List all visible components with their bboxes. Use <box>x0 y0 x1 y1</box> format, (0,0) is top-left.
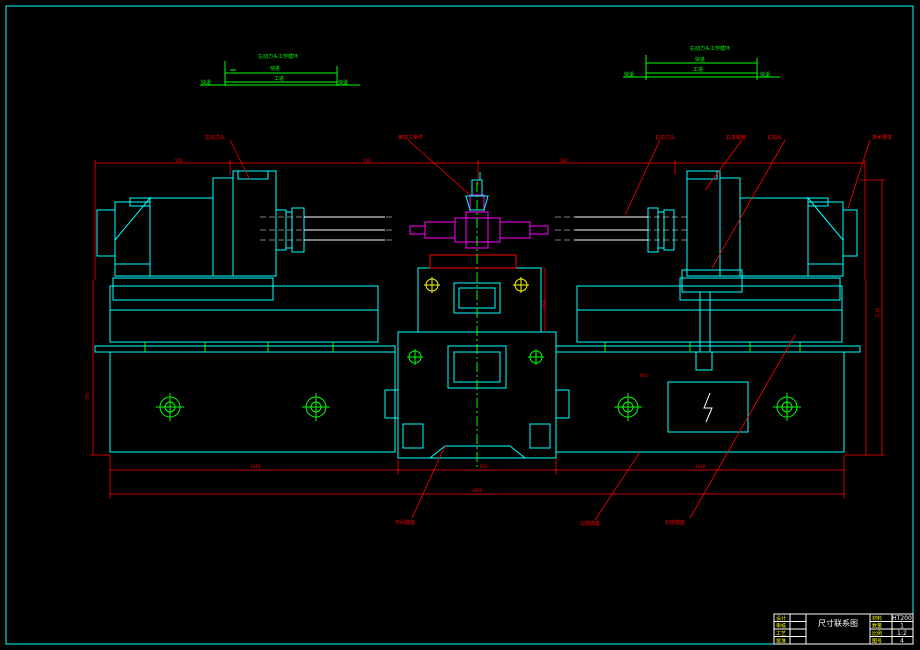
callout-leaders <box>229 139 871 521</box>
right-base-marks <box>604 342 801 352</box>
dim-base-right: 1440 <box>695 464 706 469</box>
left-stroke-label-0: 快进 <box>270 65 280 72</box>
workpiece <box>409 194 549 249</box>
tb-quantity: 1 <box>900 623 904 630</box>
fixture-block <box>417 254 542 333</box>
tb-right-label-2: 比例 <box>872 630 882 637</box>
right-stroke-label-1: 工进 <box>693 66 703 73</box>
left-stroke-label-1: 工进 <box>274 75 284 82</box>
electrical-symbol <box>703 392 713 423</box>
right-stroke-label-3: 快退 <box>760 71 770 78</box>
callout-tech-req: 技术要求 <box>872 134 892 141</box>
fixture-red-outline <box>429 254 517 269</box>
drawing-frame <box>5 5 914 645</box>
tb-left-0: 设计 <box>776 615 786 622</box>
left-power-head <box>96 170 305 277</box>
dim-right-height: 1130 <box>875 307 880 318</box>
right-slide-table <box>576 269 843 371</box>
left-base-marks <box>144 342 334 352</box>
callout-right-spindle-box: 右多轴箱 <box>726 134 746 141</box>
callout-left-power-head: 左动力头 <box>205 134 225 141</box>
title-block <box>773 613 914 645</box>
left-stroke-caption: 左动力头工作循环 <box>258 53 298 60</box>
bottom-dimension-lines <box>90 179 885 498</box>
callout-right-base: 右侧底座 <box>665 519 685 526</box>
left-stroke-diagram <box>200 61 360 86</box>
right-drill-spindles <box>575 216 648 241</box>
left-stroke-label-2: 快退 <box>201 79 211 86</box>
left-drill-spindles <box>304 216 385 241</box>
left-stroke-label-3: 快退 <box>338 79 348 86</box>
tb-right-label-0: 材料 <box>872 615 882 622</box>
right-stroke-label-0: 快进 <box>695 56 705 63</box>
right-anchor-holes <box>614 393 801 421</box>
right-stroke-diagram <box>623 55 780 80</box>
left-base <box>94 345 399 453</box>
right-stroke-caption: 右动力头工作循环 <box>690 45 730 52</box>
fixture-holes <box>424 277 529 293</box>
dim-top-2: 560 <box>560 158 568 163</box>
dim-top-0: 550 <box>175 158 183 163</box>
callout-middle-base: 中间底座 <box>395 519 415 526</box>
right-spindle-centerlines <box>555 216 690 241</box>
callout-right-drill: 右钻头 <box>767 134 782 141</box>
tb-scale: 1:2 <box>897 630 907 637</box>
tb-right-label-3: 图号 <box>872 639 882 645</box>
title-block-title: 尺寸联系图 <box>818 618 858 628</box>
tb-right-label-1: 数量 <box>872 623 882 630</box>
dim-center-height: 250 <box>541 300 546 308</box>
callout-right-power-head: 右动力头 <box>655 134 675 141</box>
tb-left-2: 工艺 <box>776 631 786 637</box>
dim-base-left: 1440 <box>250 464 261 469</box>
tb-left-1: 审核 <box>776 623 786 630</box>
callout-left-base: 左侧底座 <box>580 520 600 527</box>
right-power-head <box>647 170 858 277</box>
left-slide-table <box>109 277 379 343</box>
middle-anchor-holes <box>407 349 544 365</box>
dim-mid-label: 600 <box>640 373 648 378</box>
callout-workpiece: 被加工零件 <box>398 134 423 141</box>
dim-overall: 3900 <box>472 488 483 493</box>
dim-left-height: 750 <box>85 392 90 400</box>
left-anchor-holes <box>156 393 330 421</box>
tb-material: HT200 <box>892 615 912 622</box>
dim-center-mark: 650 <box>480 464 488 469</box>
dim-top-1: 550 <box>363 158 371 163</box>
tb-sheet: 4 <box>900 638 904 645</box>
left-spindle-centerlines <box>260 216 395 241</box>
right-stroke-label-2: 快退 <box>624 71 634 78</box>
tb-left-3: 批准 <box>776 638 786 645</box>
